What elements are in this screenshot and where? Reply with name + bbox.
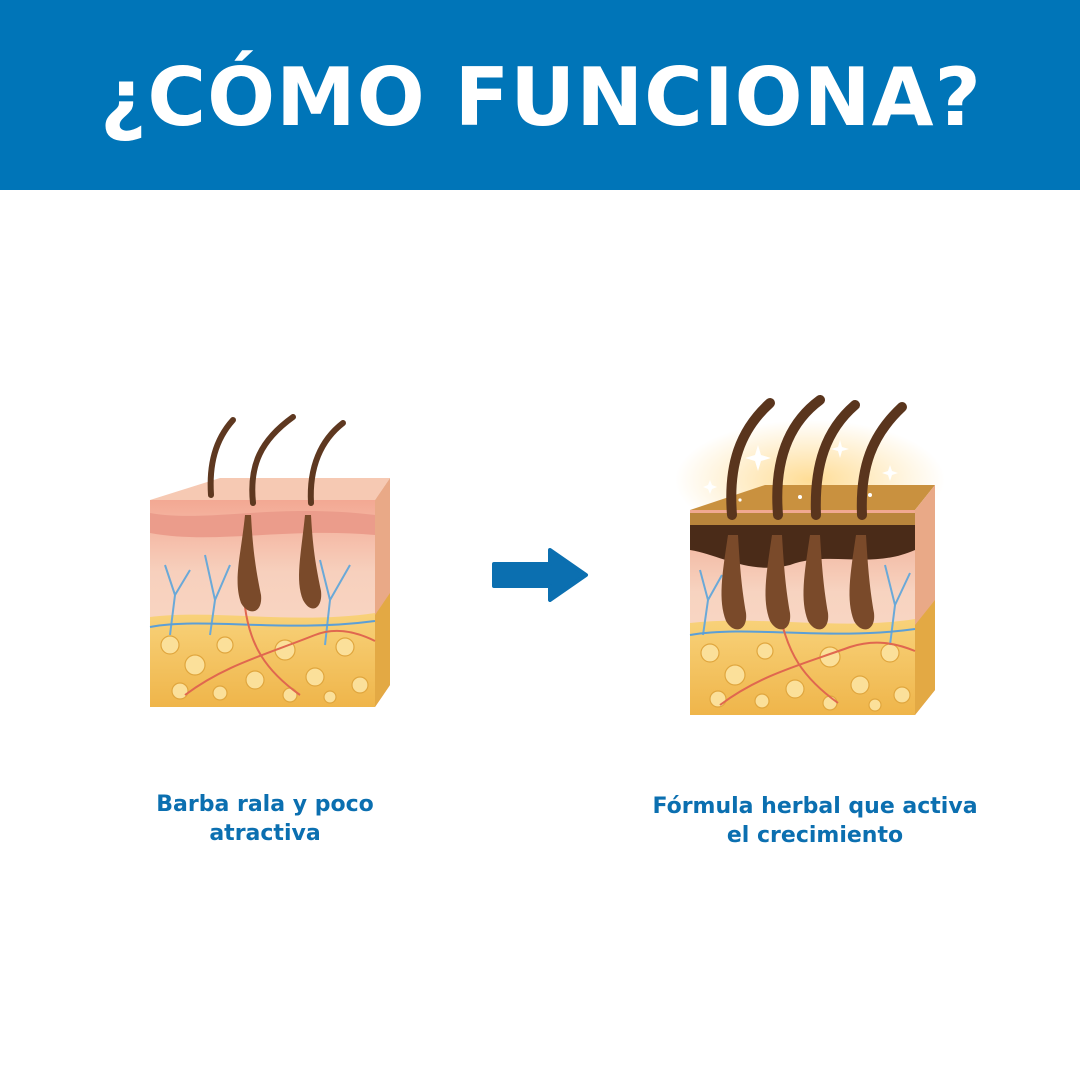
fat-cells <box>700 642 911 712</box>
skin-cross-section-sparse-hair-icon <box>149 414 390 707</box>
caption-before: Barba rala y poco atractiva <box>156 792 374 846</box>
fat-side-face <box>915 600 935 715</box>
fat-side-face <box>375 593 390 707</box>
blood-vessels <box>149 554 376 696</box>
skin-top-face <box>150 478 390 500</box>
blood-vessels <box>689 564 916 706</box>
hair-follicles <box>721 535 875 630</box>
hair-strands <box>207 414 346 506</box>
right-arrow-icon <box>492 548 588 602</box>
sparkles <box>703 440 898 502</box>
header-banner: ¿CÓMO FUNCIONA? <box>0 0 1080 190</box>
oil-layer <box>690 513 915 525</box>
fat-cells <box>160 635 369 704</box>
skin-cross-section-dense-hair-icon <box>675 395 945 715</box>
hair-follicles <box>237 515 322 612</box>
page-title: ¿CÓMO FUNCIONA? <box>100 51 982 144</box>
epidermis-layer <box>150 511 375 538</box>
hair-strands <box>726 395 907 520</box>
caption-after: Fórmula herbal que activa el crecimiento <box>652 794 978 848</box>
